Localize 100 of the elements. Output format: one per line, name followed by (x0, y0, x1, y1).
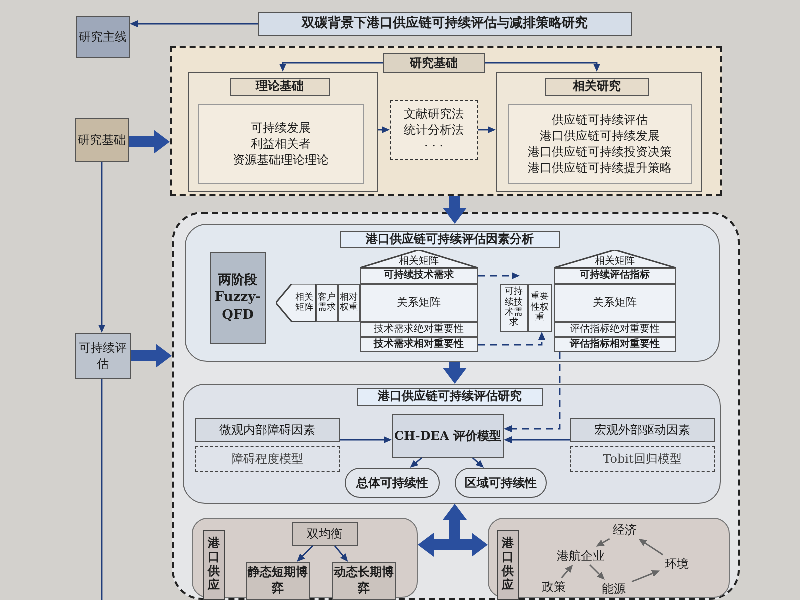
matrix-row (360, 322, 478, 337)
section-heading: 港口供应 (497, 530, 519, 600)
block-arrow (129, 130, 170, 154)
box-text: 研究主线 (79, 28, 127, 46)
matrix-row (360, 268, 478, 284)
box-text: 双碳背景下港口供应链可持续评估与减排策略研究 (302, 15, 588, 33)
section-panel (188, 72, 378, 192)
cycle-label: 经济 (608, 521, 642, 539)
box-text: 可持续技术需求 (504, 287, 524, 329)
box-text: 两阶段Fuzzy-QFD (214, 272, 262, 324)
box-text: 客户需求 (318, 292, 336, 314)
heading-box (383, 53, 485, 73)
matrix-row (554, 268, 676, 284)
box-text: 研究基础 (78, 132, 126, 148)
arrow (478, 272, 520, 280)
cycle-label: 环境 (660, 555, 694, 573)
dashed-frame (170, 46, 722, 196)
box-text: 统计分析法 (404, 122, 464, 138)
box-text: 港口供应链可持续投资决策 (528, 144, 672, 160)
arrow (504, 436, 570, 444)
section-panel (192, 518, 418, 598)
box-text: 技术需求绝对重要性 (374, 322, 464, 336)
box-text: · · · (424, 138, 444, 154)
section-heading: 港口供应链可持续评估研究 (357, 388, 543, 406)
box-text: 总体可持续性 (356, 474, 428, 492)
box-text: 相关矩阵 (595, 254, 635, 268)
matrix-row (554, 322, 676, 337)
box-text: 技术需求相对重要性 (374, 338, 464, 352)
block-arrow (131, 344, 172, 368)
column-cell (316, 284, 338, 322)
box-text: 评估指标绝对重要性 (570, 322, 660, 336)
arrow (334, 546, 348, 562)
box-text: CH-DEA 评价模型 (394, 428, 502, 444)
section-panel (183, 384, 721, 504)
box-text: 动态长期博弈 (333, 564, 395, 596)
arrow (504, 352, 561, 432)
box-text: 港口供应链可持续提升策略 (528, 160, 672, 176)
matrix-cell (554, 284, 676, 322)
content-box (508, 104, 692, 184)
box-text: 评估指标相对重要性 (570, 338, 660, 352)
box-text: 障碍程度模型 (232, 450, 304, 468)
dashed-frame (172, 212, 740, 600)
title-banner (258, 12, 632, 36)
arrow (638, 539, 664, 556)
cycle-label: 能源 (596, 580, 632, 598)
heading-box (292, 522, 358, 546)
box-text: 文献研究法 (404, 106, 464, 122)
content-box (198, 104, 364, 184)
box-text: 可持续评估 (78, 340, 128, 372)
box-text: 可持续技术需求 (384, 269, 454, 283)
model-box (570, 446, 715, 472)
section-heading: 理论基础 (230, 78, 330, 96)
block-arrow (443, 196, 467, 224)
wing-triangle (276, 284, 316, 322)
arrow (472, 457, 484, 468)
section-heading: 相关研究 (545, 78, 649, 96)
box-text: 资源基础理论理论 (233, 152, 329, 168)
block-arrow (418, 533, 455, 557)
box-text: 相对权重 (340, 292, 358, 314)
arrow (485, 62, 600, 72)
arrow (378, 126, 390, 134)
matrix-row (360, 337, 478, 352)
model-box (392, 414, 504, 458)
box-text: 利益相关者 (251, 136, 311, 152)
factor-box (195, 418, 340, 442)
section-heading: 港口供应链可持续评估因素分析 (340, 231, 560, 248)
box-text: Tobit回归模型 (603, 450, 682, 468)
column-cell (338, 284, 360, 322)
block-arrow (455, 533, 488, 557)
box-text: 重要性权重 (530, 292, 550, 324)
factor-box (570, 418, 715, 442)
arrow (596, 538, 610, 547)
box-text: 港口供应链可持续发展 (540, 128, 660, 144)
arrow (410, 457, 422, 468)
box-text: 微观内部障碍因素 (220, 422, 316, 438)
stage-box (75, 118, 129, 162)
box-text: 研究基础 (410, 54, 458, 72)
box-text: 可持续发展 (251, 120, 311, 136)
arrow (297, 546, 314, 562)
section-panel (488, 518, 730, 598)
cycle-label: 港航企业 (550, 547, 612, 565)
arrow (561, 564, 574, 578)
box-text: 双均衡 (307, 526, 343, 542)
model-box (210, 252, 266, 344)
box-text: 关系矩阵 (397, 296, 441, 310)
block-arrow (443, 362, 467, 384)
box-text: 静态短期博弈 (247, 564, 309, 596)
model-box (195, 446, 340, 472)
stage-box (75, 333, 131, 379)
box-text: 区域可持续性 (465, 474, 537, 492)
arrow (340, 436, 392, 444)
box-text: 供应链可持续评估 (552, 112, 648, 128)
result-pill (455, 468, 547, 498)
section-panel (496, 72, 702, 192)
box-text: 宏观外部驱动因素 (594, 422, 690, 438)
method-box (390, 100, 478, 160)
stage-box (76, 16, 130, 58)
arrow (478, 126, 496, 134)
arrow (478, 332, 546, 346)
matrix-row (554, 337, 676, 352)
